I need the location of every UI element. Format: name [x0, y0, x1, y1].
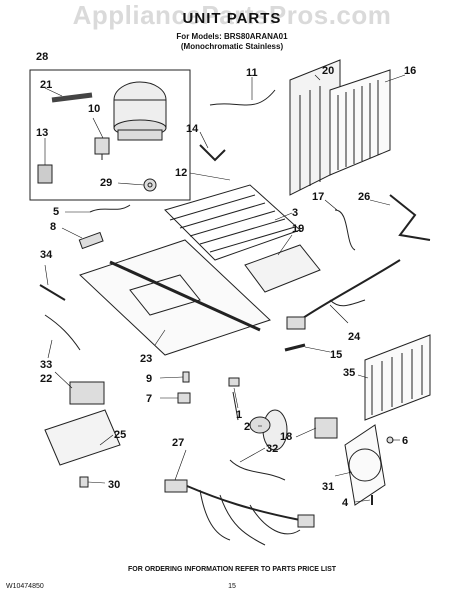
callout-12: 12	[175, 167, 187, 179]
callout-6: 6	[402, 435, 408, 447]
callout-21: 21	[40, 79, 52, 91]
callout-4: 4	[342, 497, 349, 509]
drain-tube-26	[389, 194, 431, 241]
screw-15	[284, 343, 306, 352]
clip-17	[334, 209, 356, 251]
callout-25: 25	[114, 429, 126, 441]
callout-3: 3	[292, 207, 298, 219]
grommet-8	[78, 231, 104, 250]
callout-35: 35	[343, 367, 355, 379]
bracket-14	[199, 144, 226, 162]
drain-pan	[244, 244, 321, 293]
callout-22: 22	[40, 373, 52, 385]
callout-32: 32	[266, 443, 278, 455]
screw-30	[79, 476, 89, 488]
callout-28: 28	[36, 51, 48, 63]
fan-motor	[314, 417, 338, 439]
base-plate	[79, 239, 271, 356]
callout-33: 33	[40, 359, 52, 371]
callout-27: 27	[172, 437, 184, 449]
callout-10: 10	[88, 103, 100, 115]
model-line: For Models: BRS80ARANA01	[176, 32, 288, 41]
callout-23: 23	[140, 353, 152, 365]
callout-9: 9	[146, 373, 152, 385]
callout-2: 2	[244, 421, 250, 433]
compressor-inset-box	[29, 69, 191, 201]
callout-11: 11	[246, 67, 258, 79]
leader-lines	[44, 74, 406, 503]
defrost-heater	[164, 184, 301, 261]
callout-24: 24	[348, 331, 361, 343]
callout-26: 26	[358, 191, 370, 203]
callout-13: 13	[36, 127, 48, 139]
ordering-note: FOR ORDERING INFORMATION REFER TO PARTS …	[127, 566, 337, 573]
watermark: AppliancePartsPros.com	[72, 0, 392, 30]
start-device	[94, 137, 110, 160]
callout-7: 7	[146, 393, 152, 405]
document-code: W10474850	[6, 583, 44, 590]
wiring-harness-24	[286, 259, 401, 330]
harness-32	[229, 459, 286, 481]
fan-shroud	[344, 424, 386, 506]
wire-1	[232, 391, 239, 421]
bushing-1	[228, 377, 240, 387]
callout-17: 17	[312, 191, 324, 203]
callout-16: 16	[404, 65, 416, 77]
callout-18: 18	[280, 431, 292, 443]
thermistor-33	[44, 314, 81, 351]
callout-34: 34	[40, 249, 53, 261]
callout-20: 20	[322, 65, 334, 77]
tube-11	[209, 89, 276, 106]
callout-14: 14	[186, 123, 199, 135]
fan-blade	[249, 409, 288, 451]
relay-13	[37, 164, 53, 184]
callout-19: 19	[292, 223, 304, 235]
capacitor-tube	[51, 92, 93, 103]
cover-plate-25	[44, 409, 121, 466]
evaporator	[329, 69, 391, 176]
screw-7	[177, 392, 191, 404]
callout-1: 1	[236, 409, 242, 421]
page-number: 15	[228, 583, 236, 590]
wiring-harness-27	[164, 479, 315, 546]
variant-line: (Monochromatic Stainless)	[180, 42, 284, 51]
grommet-29	[143, 178, 157, 192]
callout-8: 8	[50, 221, 56, 233]
callout-15: 15	[330, 349, 342, 361]
callout-5: 5	[53, 206, 59, 218]
condenser-coil	[364, 334, 431, 421]
screw-9	[182, 371, 190, 383]
page-title: UNIT PARTS	[182, 10, 282, 27]
harness-34	[39, 284, 66, 301]
compressor	[113, 81, 167, 141]
callout-29: 29	[100, 177, 112, 189]
callout-30: 30	[108, 479, 120, 491]
wire-5	[89, 204, 131, 213]
callout-31: 31	[322, 481, 334, 493]
relay-box-22	[69, 381, 105, 405]
